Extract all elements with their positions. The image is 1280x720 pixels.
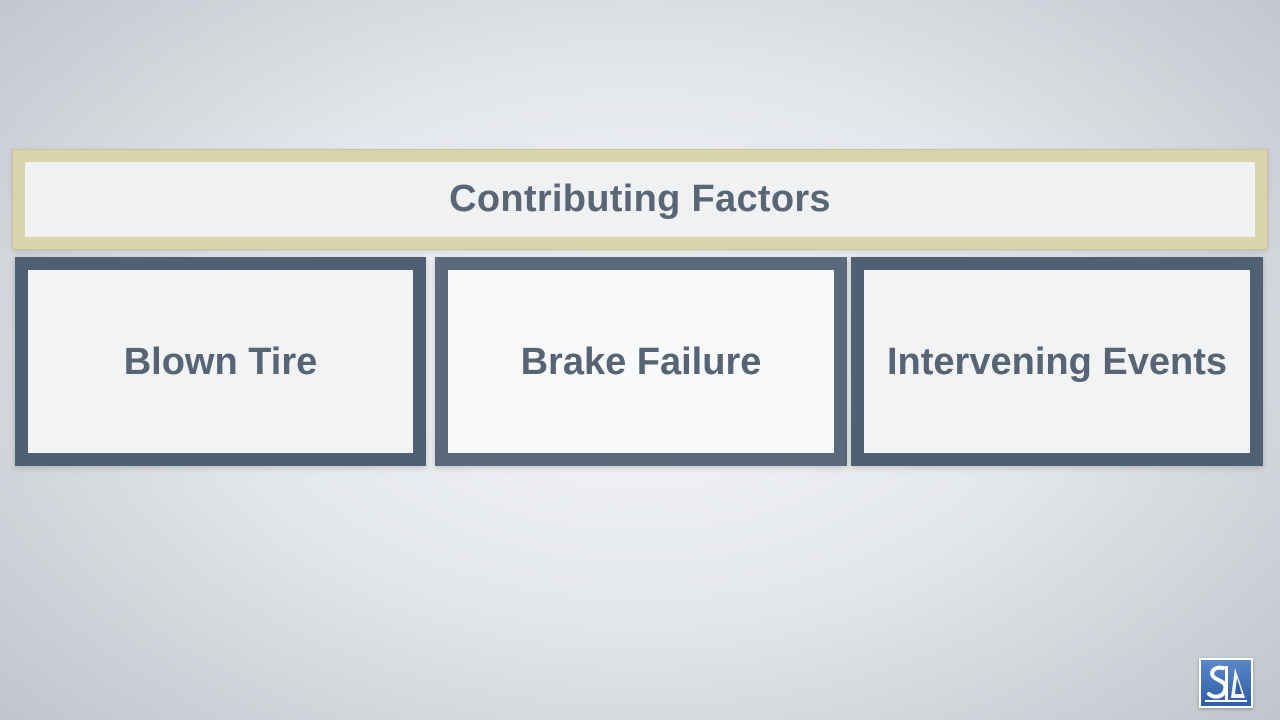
firm-logo-icon: [1199, 658, 1253, 708]
header-title: Contributing Factors: [449, 178, 831, 220]
factor-box-brake-failure: Brake Failure: [435, 257, 847, 466]
factor-label: Intervening Events: [887, 340, 1227, 383]
factor-box-intervening-events: Intervening Events: [851, 257, 1263, 466]
factor-label: Brake Failure: [520, 340, 762, 383]
factor-box-blown-tire: Blown Tire: [15, 257, 426, 466]
header-bar: Contributing Factors: [13, 150, 1267, 249]
factor-label: Blown Tire: [123, 340, 318, 383]
